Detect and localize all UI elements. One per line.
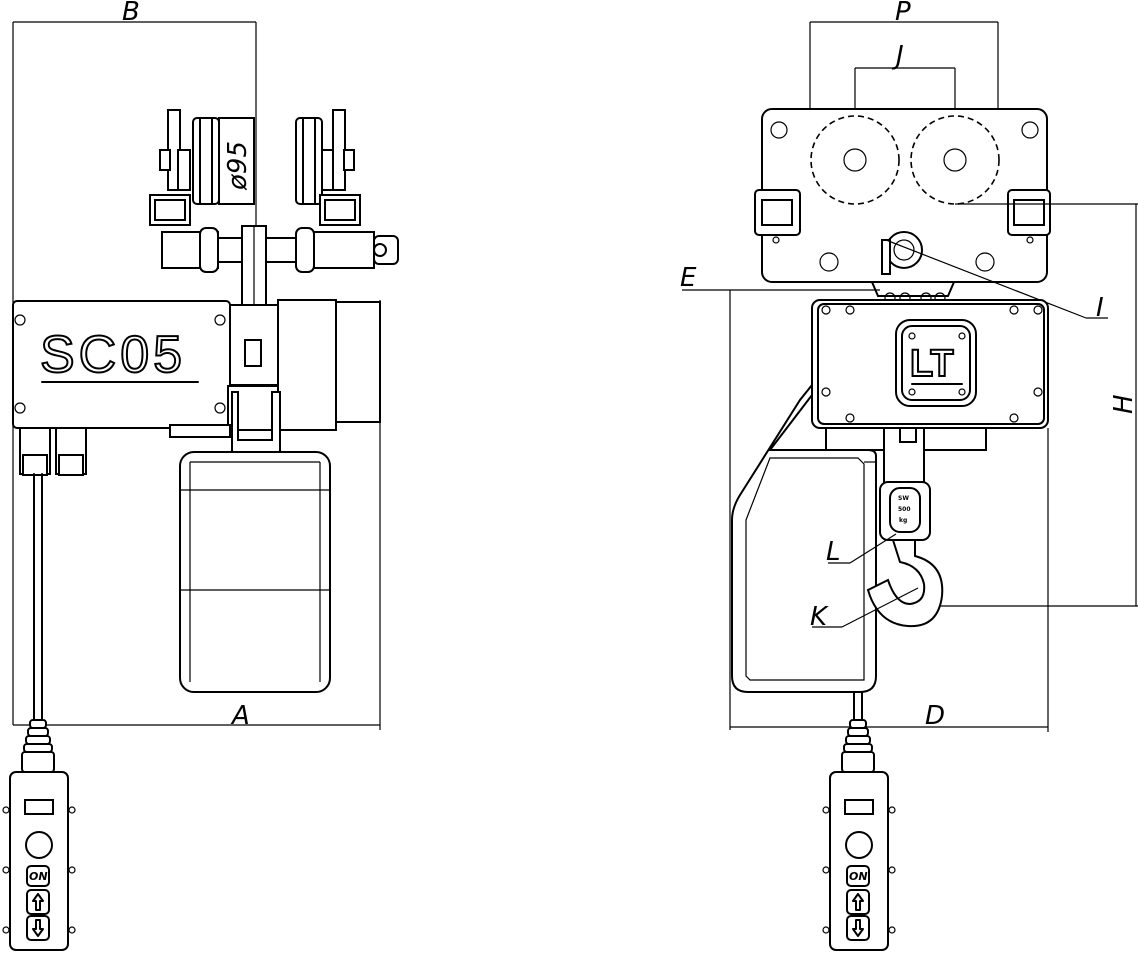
capacity-tag-line2: 500 xyxy=(898,506,911,513)
side-view: B ø95 xyxy=(2,0,399,951)
leader-l: L xyxy=(826,533,897,567)
dimension-a: A xyxy=(13,300,381,731)
dimension-j-label: J xyxy=(891,41,904,71)
model-plate: SC05 xyxy=(40,326,186,384)
dimension-h: H xyxy=(940,203,1138,607)
leader-k: K xyxy=(810,587,919,632)
dimension-h-label: H xyxy=(1109,394,1138,414)
chain-bag-front xyxy=(731,382,877,693)
chain-bag-side xyxy=(179,451,331,693)
trolley-front xyxy=(754,108,1051,304)
leader-k-label: K xyxy=(810,602,829,632)
wheel-diameter-label: ø95 xyxy=(223,141,253,191)
pendant-right-on-label: ON xyxy=(849,870,868,883)
control-box: SC05 xyxy=(12,300,231,476)
hook-block: SW 500 kg xyxy=(866,481,944,628)
brand-logo: LT xyxy=(910,343,954,385)
pendant-left: ON xyxy=(2,719,76,951)
front-view: P J xyxy=(680,0,1138,951)
leader-l-label: L xyxy=(826,537,841,567)
pendant-left-on-label: ON xyxy=(29,870,48,883)
capacity-tag-line3: kg xyxy=(899,517,907,524)
leader-i: I xyxy=(885,239,1108,323)
leader-i-label: I xyxy=(1096,293,1104,323)
dimension-e: E xyxy=(680,263,880,730)
dimension-d-label: D xyxy=(925,701,945,731)
dimension-d: D xyxy=(730,428,1049,732)
capacity-tag-line1: SW xyxy=(898,495,909,502)
dimension-b-label: B xyxy=(122,0,140,27)
motor-gearbox xyxy=(169,299,381,453)
dimension-e-label: E xyxy=(680,263,697,293)
dimension-b: B xyxy=(12,0,257,725)
dimension-a-label: A xyxy=(230,701,250,731)
trolley-side: ø95 xyxy=(149,109,399,311)
pendant-right: ON xyxy=(822,719,896,951)
hoist-body: LT xyxy=(811,299,1049,489)
dimension-p-label: P xyxy=(895,0,911,27)
